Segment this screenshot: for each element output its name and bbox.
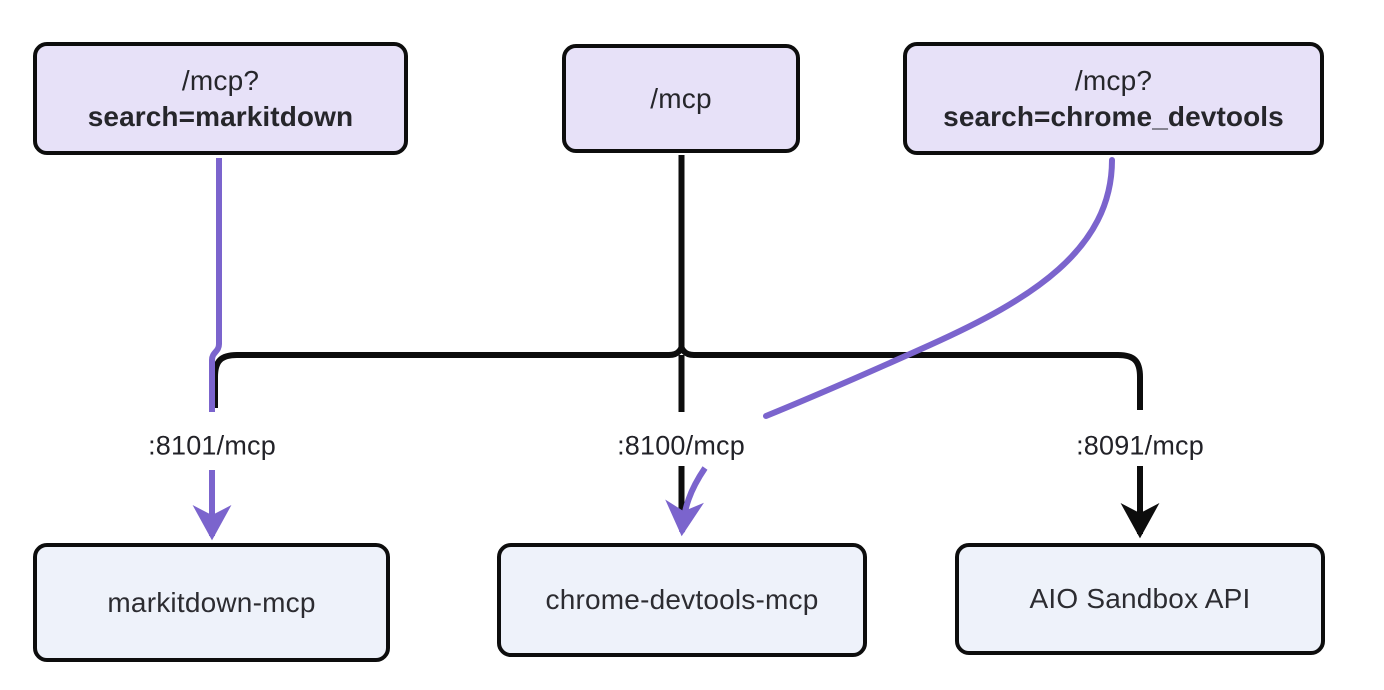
request-node-markitdown[interactable]: /mcp? search=markitdown — [33, 42, 408, 155]
service-node-aio-sandbox-api[interactable]: AIO Sandbox API — [955, 543, 1325, 655]
request-path-chrome-devtools: /mcp? — [1074, 65, 1153, 97]
request-path-plain: /mcp — [650, 82, 712, 114]
query-marker-icon: ? — [243, 65, 260, 97]
query-marker-icon: ? — [1136, 65, 1153, 97]
request-node-chrome-devtools[interactable]: /mcp? search=chrome_devtools — [903, 42, 1324, 155]
request-query-markitdown: search=markitdown — [87, 100, 354, 132]
edge-label-port-8100: :8100/mcp — [610, 428, 752, 464]
service-label-markitdown-mcp: markitdown-mcp — [107, 586, 316, 618]
service-node-markitdown-mcp[interactable]: markitdown-mcp — [33, 543, 390, 662]
request-node-plain[interactable]: /mcp — [562, 44, 800, 153]
edge-label-port-8091: :8091/mcp — [1069, 428, 1211, 464]
service-node-chrome-devtools-mcp[interactable]: chrome-devtools-mcp — [497, 543, 867, 657]
edge-mcp-to-markitdown — [212, 346, 685, 408]
service-label-aio-sandbox-api: AIO Sandbox API — [1029, 583, 1251, 615]
service-label-chrome-devtools-mcp: chrome-devtools-mcp — [545, 584, 819, 616]
request-path-markitdown: /mcp? — [181, 65, 260, 97]
request-query-chrome-devtools: search=chrome_devtools — [943, 100, 1284, 132]
edge-search-chrome-devtools-highlight — [665, 157, 1115, 537]
edge-search-markitdown-highlight — [192, 158, 232, 541]
edge-label-port-8101: :8101/mcp — [141, 428, 283, 464]
edge-mcp-to-aio-sandbox — [678, 346, 1160, 539]
